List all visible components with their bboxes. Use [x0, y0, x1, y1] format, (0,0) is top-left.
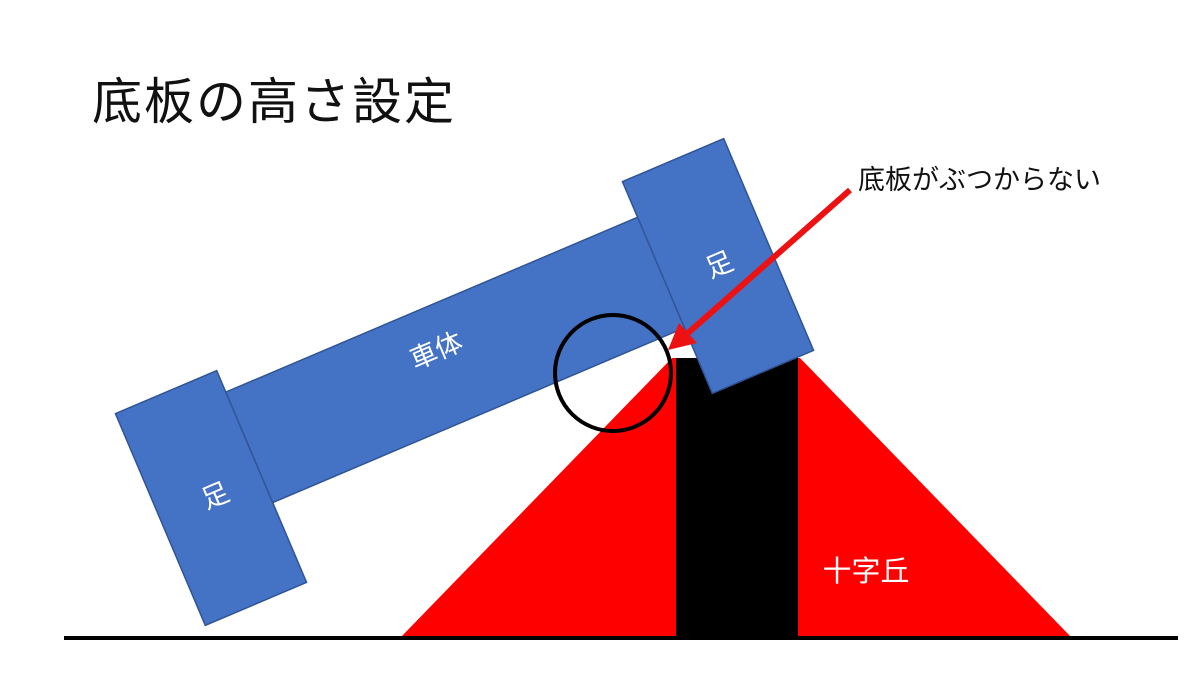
- callout-label: 底板がぶつからない: [858, 165, 1101, 196]
- page-title: 底板の高さ設定: [92, 73, 456, 131]
- center-pillar: [676, 358, 798, 638]
- callout-arrow: [668, 187, 852, 350]
- robot: [114, 137, 815, 627]
- highlight-circle: [553, 313, 673, 433]
- hill-label: 十字丘: [822, 554, 909, 588]
- arrow-head: [668, 323, 697, 350]
- robot-leg-left: [114, 369, 308, 627]
- robot-leg-right: [621, 137, 815, 395]
